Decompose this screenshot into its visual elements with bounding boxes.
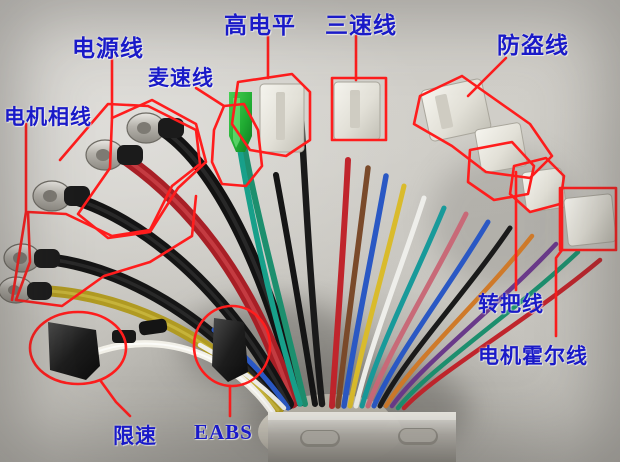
white-connector-high-level <box>259 83 305 153</box>
callout-three-speed <box>330 34 388 142</box>
callout-speed-pulse <box>194 86 264 188</box>
label-power-line: 电源线 <box>72 36 144 61</box>
signal-wire-fan <box>197 93 603 411</box>
black-inline-sleeve <box>138 318 168 336</box>
white-connector-anti-theft-b <box>474 122 528 174</box>
label-speed-pulse: 麦速线 <box>148 66 214 90</box>
callout-speed-limit <box>28 310 132 418</box>
label-motor-hall: 电机霍尔线 <box>478 344 588 368</box>
black-connector-eabs <box>212 318 248 382</box>
ring-terminal <box>32 180 90 212</box>
callout-anti-theft <box>412 56 554 202</box>
label-three-speed: 三速线 <box>325 13 397 38</box>
ring-terminal <box>85 139 143 171</box>
mounting-bracket <box>268 412 456 462</box>
ring-terminal-group <box>0 112 184 304</box>
white-connector-motor-hall <box>563 193 617 247</box>
phase-and-power-wires <box>20 121 307 416</box>
label-speed-limit: 限速 <box>113 424 157 448</box>
callout-power-line <box>76 53 208 240</box>
ring-terminal <box>0 276 52 304</box>
ring-terminal <box>126 112 184 144</box>
label-throttle: 转把线 <box>478 292 544 316</box>
label-eabs: EABS <box>194 420 253 444</box>
label-motor-phase: 电机相线 <box>4 105 92 129</box>
callout-high-level <box>230 32 312 158</box>
callout-motor-phase <box>10 102 202 308</box>
callout-motor-hall <box>554 186 618 338</box>
white-connector-three-speed <box>333 81 381 141</box>
white-connector-anti-theft-a <box>420 78 492 142</box>
ring-terminal <box>3 243 60 273</box>
callout-eabs <box>192 304 272 418</box>
label-high-level: 高电平 <box>224 13 296 38</box>
label-anti-theft: 防盗线 <box>497 33 569 58</box>
